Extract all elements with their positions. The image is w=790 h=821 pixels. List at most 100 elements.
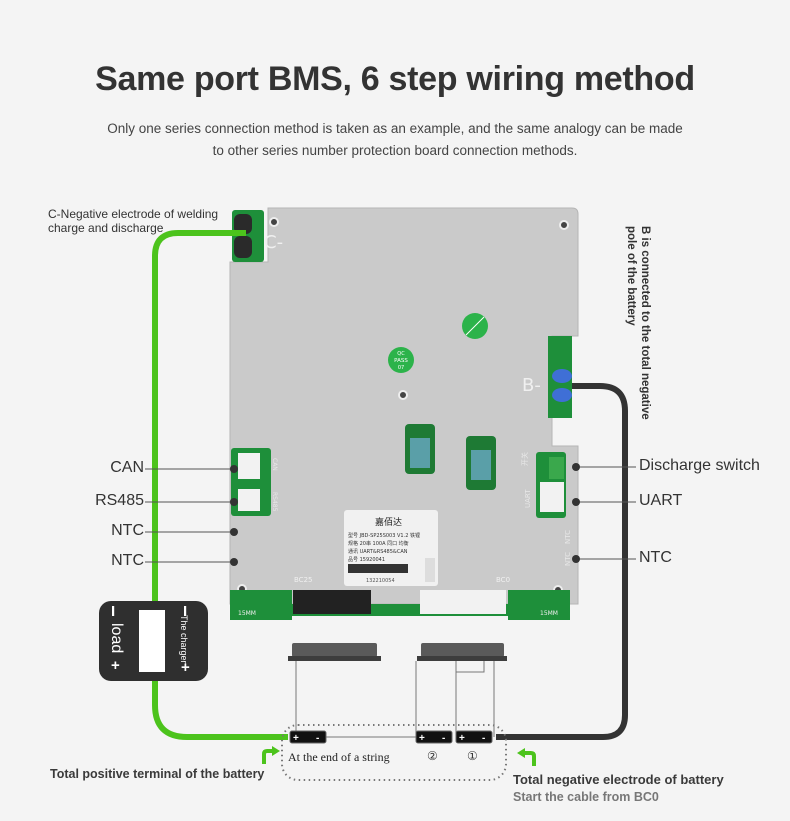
label-line: 通讯 UART&RS485&CAN [348, 548, 408, 555]
qc-sticker-line: PASS [394, 358, 408, 364]
can-dot [230, 465, 238, 473]
qc-pass-sticker [388, 347, 414, 373]
bc25-silk: BC25 [294, 576, 312, 584]
uart-dot [572, 498, 580, 506]
b-negative-line-1: B is connected to the total negative [639, 226, 651, 420]
ntc-dot [230, 558, 238, 566]
ntc-silk: NTC [564, 530, 572, 544]
c-minus-cable-top [234, 214, 252, 234]
label-qr [425, 558, 435, 582]
uart-label: UART [639, 492, 683, 509]
bc0-connector [420, 590, 506, 614]
battery-cell-end: + - [289, 730, 327, 744]
charger-minus-sign: I [183, 603, 188, 620]
discharge-switch-label: Discharge switch [639, 457, 760, 474]
c-negative-line-1: C-Negative electrode of welding [48, 207, 219, 221]
uart-silk: UART [524, 489, 532, 508]
balance-wire [456, 661, 485, 673]
rs485-silk: RS485 [271, 492, 278, 512]
load-box-window [139, 610, 165, 672]
switch-silk: 开关 [520, 452, 529, 466]
b-minus-terminal-blue [552, 369, 572, 383]
balance-capacitor [410, 438, 430, 468]
bc0-silk: BC0 [496, 576, 510, 584]
arrow-right-icon-head [272, 746, 280, 756]
ntc-right-label: NTC [639, 549, 672, 566]
c-negative-label: C-Negative electrode of welding charge a… [48, 207, 218, 235]
qc-sticker-line: QC [397, 351, 405, 357]
b-minus-silk: B- [522, 375, 541, 396]
charger-label: The charger [179, 615, 189, 664]
balance-capacitor [471, 450, 491, 480]
cell-plus: + [293, 733, 299, 744]
battery-string-outline [281, 724, 507, 781]
total-positive-label: Total positive terminal of the battery [50, 767, 265, 781]
end-of-string-label: At the end of a string [288, 750, 390, 764]
c-minus-silk: C- [264, 232, 283, 253]
rs485-connector [238, 489, 260, 511]
product-brand: 嘉佰达 [375, 516, 402, 528]
screw-hole [269, 217, 279, 227]
ntc-dot [230, 528, 238, 536]
ntc-label: NTC [111, 522, 144, 539]
dark-negative-wire [496, 383, 628, 740]
load-label: load [108, 623, 125, 654]
bc0-cable-plug [421, 643, 504, 657]
switch-connector [549, 457, 564, 479]
can-label: CAN [110, 459, 144, 476]
cell-1-label: ① [467, 749, 478, 763]
label-serial: 132210054 [366, 578, 395, 584]
ntc-right-dot [572, 555, 580, 563]
arrow-left-icon-head [517, 748, 525, 758]
cell-minus: - [442, 733, 445, 744]
cell-minus: - [482, 733, 485, 744]
page-subtitle: Only one series connection method is tak… [0, 118, 790, 162]
green-positive-wire [152, 230, 288, 740]
screw-hole [398, 390, 408, 400]
barcode [348, 564, 408, 573]
can-connector [238, 453, 260, 479]
uart-connector [540, 482, 564, 512]
sticker-slash [465, 316, 485, 336]
battery-cell-2: + - [415, 730, 453, 744]
bc25-cable-plug-base [288, 656, 381, 661]
port-leaders [145, 466, 636, 563]
port-dots [230, 463, 580, 566]
bc0-cable-plug-base [417, 656, 507, 661]
total-negative-label: Total negative electrode of battery [513, 772, 724, 787]
load-plus-sign: + [111, 657, 120, 674]
cell-plus: + [459, 733, 465, 744]
load-minus-sign: I [111, 603, 116, 620]
switch-dot [572, 463, 580, 471]
b-negative-line-2: pole of the battery [625, 226, 637, 326]
ntc-silk: NTC [564, 552, 572, 566]
arrow-right-icon [262, 749, 273, 764]
start-cable-label: Start the cable from BC0 [513, 790, 659, 804]
mm-silk-right: 15MM [540, 610, 558, 617]
ntc-label-2: NTC [111, 552, 144, 569]
subtitle-line-2: to other series number protection board … [212, 143, 578, 158]
label-line: 规格 20串 100A 同口 均衡 [348, 540, 409, 547]
b-minus-terminal-blue [552, 388, 572, 402]
subtitle-line-1: Only one series connection method is tak… [107, 121, 683, 136]
mm-silk-left: 15MM [238, 610, 256, 617]
page-title: Same port BMS, 6 step wiring method [95, 60, 695, 98]
can-silk: CAN [271, 458, 278, 471]
balance-wires [295, 661, 495, 738]
load-charger-box: I load + I The charger + [99, 601, 208, 681]
c-minus-cable-bottom [234, 236, 252, 258]
label-line: 品号 15920041 [348, 557, 385, 563]
cell-plus: + [419, 733, 425, 744]
cell-2-label: ② [427, 749, 438, 763]
bc25-cable-plug [292, 643, 377, 657]
charger-plus-sign: + [181, 659, 190, 676]
cell-minus: - [316, 733, 319, 744]
rs485-label: RS485 [95, 492, 144, 509]
battery-cell-1: + - [455, 730, 493, 744]
rs485-dot [230, 498, 238, 506]
label-line: 型号 JBD-SP25S003 V1.2 铁锂 [348, 532, 420, 539]
bc25-connector [293, 590, 371, 614]
qc-sticker-line: 07 [398, 365, 404, 371]
screw-hole [559, 220, 569, 230]
